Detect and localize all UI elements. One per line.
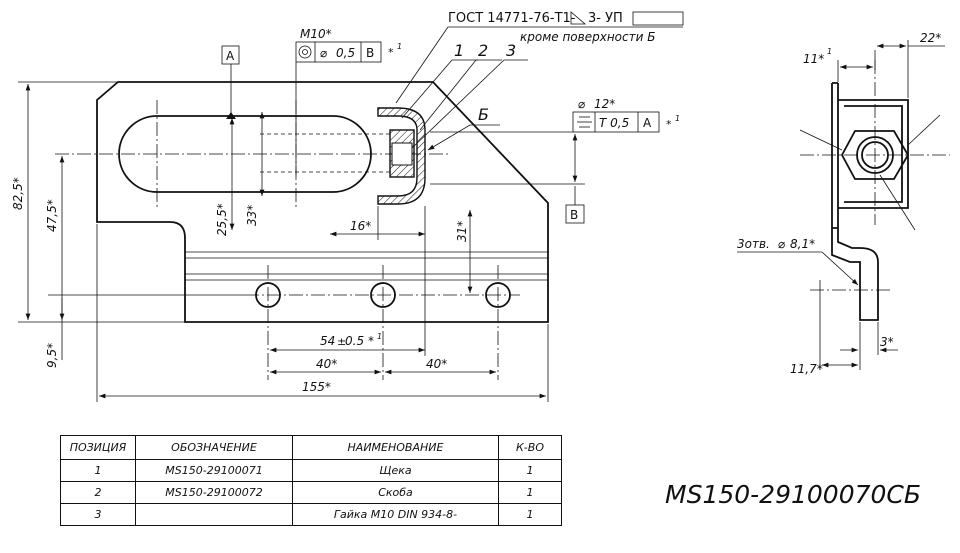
position-dia-symbol: ⌀ [320, 46, 327, 60]
dim-54-note-ref: 1 [377, 332, 382, 341]
bom-header-row: ПОЗИЦИЯ ОБОЗНАЧЕНИЕ НАИМЕНОВАНИЕ К-ВО [60, 435, 562, 460]
datum-v-label: В [570, 208, 578, 222]
side-view [799, 60, 950, 321]
sym-note-ref: 1 [675, 114, 680, 123]
symmetry-frame [572, 111, 660, 133]
holes-note: 3отв. [737, 237, 770, 251]
sym-dia-symbol: ⌀ [578, 97, 585, 111]
dim-11-ref: 1 [827, 47, 832, 56]
bom-cell: Щека [292, 459, 499, 482]
dim-22: 22* [920, 31, 941, 45]
gost-note: ГОСТ 14771-76-Т1- [448, 11, 576, 26]
bom-header-name: НАИМЕНОВАНИЕ [292, 435, 499, 460]
bom-cell: Скоба [292, 481, 499, 504]
dim-155: 155* [302, 380, 331, 394]
surface-b-label: Б [478, 105, 489, 124]
bom-cell: 1 [498, 503, 562, 526]
dim-54-note: * [368, 334, 374, 348]
except-surface-note: кроме поверхности Б [520, 30, 655, 44]
bom-cell: Гайка М10 DIN 934-8- [292, 503, 499, 526]
bom-cell: 1 [498, 459, 562, 482]
position-note-ref: 1 [397, 42, 402, 51]
dim-25-5: 25,5* [215, 203, 229, 236]
bracket-section [377, 107, 426, 205]
finish-box [632, 11, 684, 26]
thread-note: М10* [300, 27, 332, 41]
callout-1: 1 [454, 41, 464, 60]
table-row: 1 MS150-29100071 Щека 1 [60, 459, 562, 482]
plate-outline [96, 81, 549, 323]
datum-a-box [221, 45, 240, 65]
bom-cell: 3 [60, 503, 136, 526]
bom-cell: MS150-29100072 [135, 481, 293, 504]
dim-54-pm: ± [337, 335, 346, 348]
bom-header-designation: ОБОЗНАЧЕНИЕ [135, 435, 293, 460]
bill-of-materials: ПОЗИЦИЯ ОБОЗНАЧЕНИЕ НАИМЕНОВАНИЕ К-ВО 1 … [60, 435, 562, 526]
bom-header-qty: К-ВО [498, 435, 562, 460]
table-row: 2 MS150-29100072 Скоба 1 [60, 481, 562, 504]
dim-47-5: 47,5* [45, 199, 59, 232]
dim-40-b: 40* [426, 357, 447, 371]
gost-note-tail: 3- УП [588, 11, 623, 26]
position-frame [295, 41, 382, 63]
dim-40-a: 40* [316, 357, 337, 371]
bom-cell: 1 [60, 459, 136, 482]
sym-note: * [666, 118, 672, 131]
slot [118, 115, 372, 193]
dim-54: 54 [320, 334, 335, 348]
drawing-code: MS150-29100070СБ [665, 480, 922, 509]
sym-datum: А [643, 116, 652, 130]
nut-hex [840, 130, 910, 180]
dim-31: 31* [455, 221, 469, 242]
position-note: * [388, 46, 394, 59]
bom-cell: 2 [60, 481, 136, 504]
callout-3: 3 [506, 41, 516, 60]
position-datum: В [366, 46, 374, 60]
sym-dim: 12* [594, 97, 615, 111]
dim-82-5: 82,5* [11, 177, 25, 210]
table-row: 3 Гайка М10 DIN 934-8- 1 [60, 503, 562, 526]
dim-11-7: 11,7* [790, 362, 823, 376]
sym-tol: Т 0,5 [599, 116, 629, 130]
dim-3: 3* [880, 335, 894, 349]
callout-2: 2 [478, 41, 488, 60]
dim-9-5: 9,5* [45, 343, 59, 368]
nut-bore [391, 142, 413, 166]
bom-header-position: ПОЗИЦИЯ [60, 435, 136, 460]
dim-54-tol: 0.5 [345, 334, 364, 348]
bom-cell [135, 503, 293, 526]
weld-triangle-icon [570, 11, 587, 25]
dim-16: 16* [350, 219, 371, 233]
position-tol: 0,5 [336, 46, 355, 60]
datum-a-label: А [226, 49, 235, 63]
bom-cell: 1 [498, 481, 562, 504]
holes-dia-symbol: ⌀ [778, 237, 785, 251]
dim-11: 11* [803, 52, 824, 66]
dim-33: 33* [245, 205, 259, 226]
holes-dia: 8,1* [790, 237, 815, 251]
bom-cell: MS150-29100071 [135, 459, 293, 482]
